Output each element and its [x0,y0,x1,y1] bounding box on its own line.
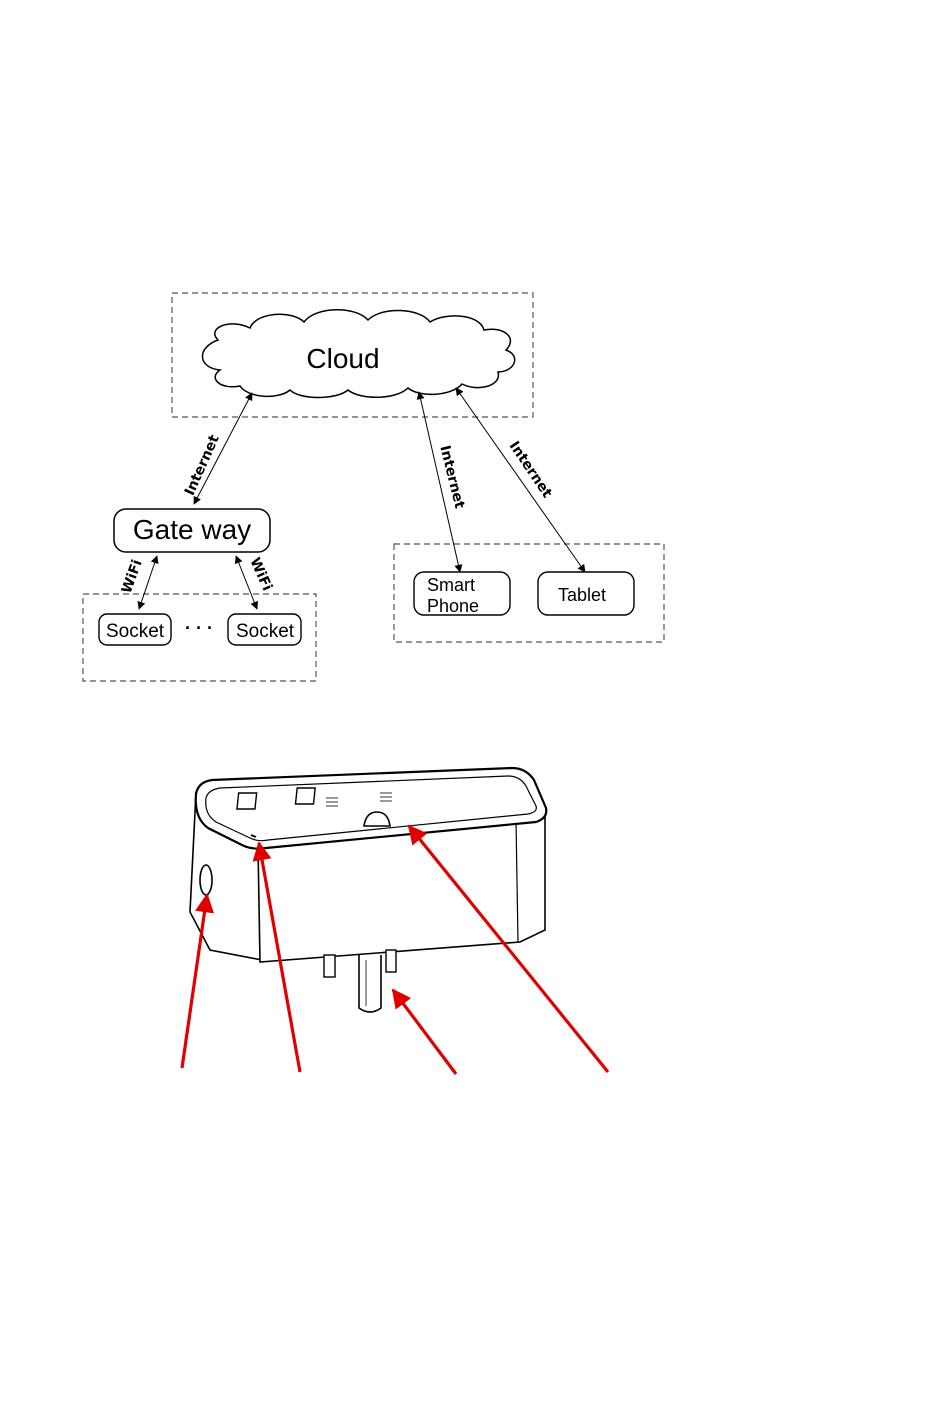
prong-left [324,955,335,977]
pointer-plug-prongs [393,990,456,1074]
power-button [200,865,212,895]
prong-ground [359,955,381,1012]
prong-right [386,950,396,972]
